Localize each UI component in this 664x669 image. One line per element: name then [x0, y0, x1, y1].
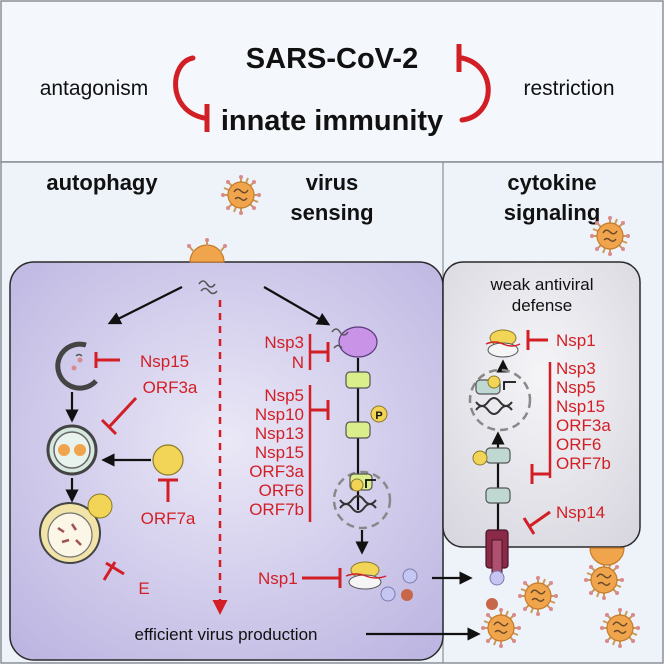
isg-nucleus-icon: [468, 368, 532, 432]
virion-icon: [589, 215, 631, 257]
heading-signaling: signaling: [504, 200, 601, 225]
autophagosome-icon: [46, 424, 98, 476]
label-antagonism: antagonism: [40, 77, 149, 100]
autolysosome-icon: [39, 493, 113, 564]
cytokine-receptor-icon: [485, 529, 509, 586]
heading-virus: virus: [306, 170, 359, 195]
label-sensing-nsp3: Nsp3: [264, 333, 304, 352]
label-weak-antiviral: weak antiviral: [490, 275, 594, 294]
label-autophagy-orf7a: ORF7a: [141, 509, 196, 528]
budding-virion-icon: [589, 547, 625, 566]
rna-sensor-icon: [331, 326, 378, 358]
virion-icon: [480, 607, 522, 649]
header-box: [0, 0, 664, 163]
label-cytokine-orf6: ORF6: [556, 435, 601, 454]
label-defense: defense: [512, 296, 573, 315]
lysosome-icon: [152, 444, 184, 476]
cytokine-icon: [401, 589, 413, 601]
kinase-icon: [345, 421, 371, 439]
ribosome-icon: [345, 561, 387, 590]
cytokine-icon: [486, 598, 498, 610]
label-cytokine-nsp3: Nsp3: [556, 359, 596, 378]
virion-icon: [220, 174, 262, 216]
cytokine-icon: [402, 568, 418, 584]
jak-protein-icon: [485, 487, 511, 504]
label-restriction: restriction: [523, 77, 614, 100]
label-sensing-nsp10: Nsp10: [255, 405, 304, 424]
title-innate-immunity: innate immunity: [221, 105, 443, 137]
cytokine-antagonist-list: Nsp3 Nsp5 Nsp15 ORF3a ORF6 ORF7b: [556, 359, 611, 473]
sensing-antagonist-list: Nsp5 Nsp10 Nsp13 Nsp15 ORF3a ORF6 ORF7b: [249, 386, 304, 519]
isg-ribosome-icon: [485, 329, 521, 358]
label-cytokine-nsp15: Nsp15: [556, 397, 605, 416]
restriction-inhibition-arc: [459, 55, 491, 123]
cytokine-icon: [380, 586, 396, 602]
virion-icon: [583, 559, 625, 601]
label-sensing-orf7b: ORF7b: [249, 500, 304, 519]
entering-virion-icon: [187, 238, 227, 263]
label-sensing-orf6: ORF6: [259, 481, 304, 500]
label-sensing-nsp13: Nsp13: [255, 424, 304, 443]
heading-autophagy: autophagy: [46, 170, 158, 195]
antagonism-inhibition-arc: [173, 55, 207, 121]
heading-sensing: sensing: [290, 200, 373, 225]
viral-rna-icon: [198, 280, 218, 295]
virion-icon: [517, 575, 559, 617]
label-cytokine-nsp5: Nsp5: [556, 378, 596, 397]
label-cytokine-orf7b: ORF7b: [556, 454, 611, 473]
adaptor-protein-icon: [345, 371, 371, 389]
label-sensing-nsp15: Nsp15: [255, 443, 304, 462]
label-cytokine-nsp14: Nsp14: [556, 503, 605, 522]
label-sensing-nsp1: Nsp1: [258, 569, 298, 588]
phospho-label: P: [375, 410, 382, 422]
label-sensing-nsp5: Nsp5: [264, 386, 304, 405]
label-autophagy-e: E: [138, 579, 149, 598]
arrow-to-sensor: [263, 286, 331, 326]
nucleus-icon: [332, 470, 392, 530]
arrow-to-autophagy: [107, 286, 183, 325]
label-sensing-n: N: [292, 353, 304, 372]
label-cytokine-nsp1: Nsp1: [556, 331, 596, 350]
phagophore-icon: [55, 341, 98, 391]
heading-cytokine: cytokine: [507, 170, 596, 195]
stat-protein-icon: [485, 447, 511, 464]
virion-icon: [599, 607, 641, 649]
title-virus: SARS-CoV-2: [246, 43, 418, 75]
label-efficient-virus-production: efficient virus production: [134, 625, 317, 644]
label-cytokine-orf3a: ORF3a: [556, 416, 611, 435]
label-autophagy-nsp15: Nsp15: [140, 352, 189, 371]
label-autophagy-orf3a: ORF3a: [143, 378, 198, 397]
label-sensing-orf3a: ORF3a: [249, 462, 304, 481]
